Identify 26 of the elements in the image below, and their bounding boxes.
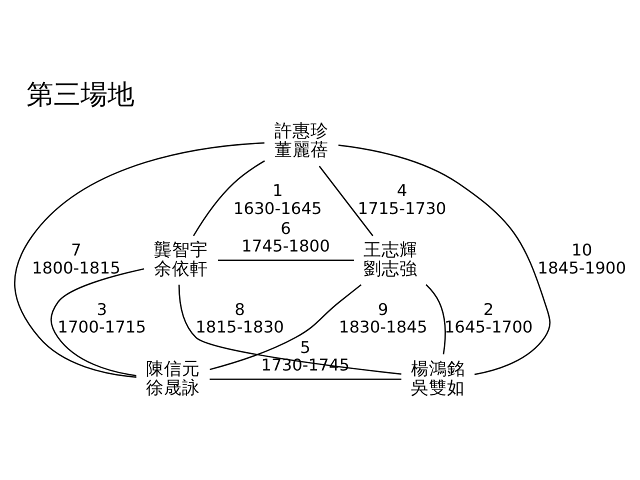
node-text: 王志輝 劉志強 [364, 240, 418, 280]
edge-label: 1 1630-1645 [233, 181, 322, 218]
connector [338, 144, 551, 376]
node-text: 楊鴻銘 吳雙如 [410, 359, 465, 398]
edge-label: 2 1645-1700 [444, 300, 533, 337]
connector [426, 284, 446, 354]
connector [318, 166, 374, 236]
edge-label: 5 1730-1745 [261, 338, 350, 375]
connector [178, 284, 402, 375]
edge-label: 10 1845-1900 [538, 240, 626, 278]
connector [218, 260, 354, 261]
node-text: 龔智宇 余依軒 [154, 240, 208, 280]
edge-label: 7 1800-1815 [32, 240, 120, 278]
node-text: 陳信元 徐晟詠 [146, 359, 200, 398]
edge-label: 6 1745-1800 [242, 219, 330, 256]
edge-label: 9 1830-1845 [338, 300, 428, 337]
connector [210, 378, 402, 380]
edge-label: 8 1815-1830 [196, 300, 284, 337]
connector [192, 160, 265, 236]
node-text: 許惠珍 董麗蓓 [274, 121, 328, 160]
connector [14, 142, 264, 378]
edge-label: 3 1700-1715 [58, 300, 146, 337]
connector [210, 284, 362, 370]
diagram-title: 第三場地 [26, 79, 134, 110]
edge-label: 4 1715-1730 [358, 181, 446, 218]
connector [50, 268, 144, 376]
